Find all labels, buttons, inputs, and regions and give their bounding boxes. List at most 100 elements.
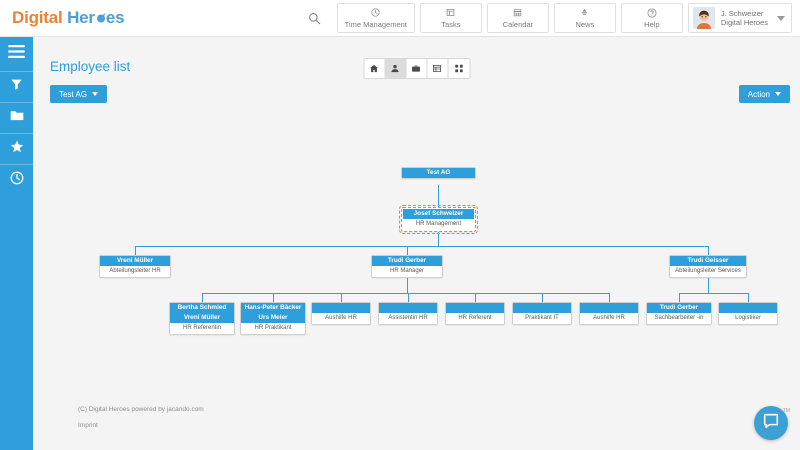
view-mode-orgchart[interactable]	[448, 59, 469, 78]
comet-icon	[94, 9, 107, 29]
org-node-title	[379, 303, 437, 313]
connector	[135, 246, 708, 247]
chevron-down-icon	[775, 92, 781, 96]
view-mode-home[interactable]	[364, 59, 385, 78]
org-node-title	[312, 303, 370, 313]
org-node-subtitle: Assistentin HR	[379, 313, 437, 324]
nav-button-help[interactable]: Help	[620, 3, 683, 33]
chat-trademark: TM	[782, 408, 790, 414]
org-node[interactable]: Logistiker	[718, 302, 778, 325]
chat-widget-button[interactable]	[754, 406, 788, 440]
star-icon	[10, 140, 24, 158]
brand-part-digital: Digital	[12, 7, 63, 27]
connector	[438, 230, 439, 246]
org-node[interactable]: Aushilfe HR	[311, 302, 371, 325]
sidebar-item-filter[interactable]	[0, 72, 33, 102]
org-node-subtitle: HR Manager	[372, 266, 442, 277]
table-icon	[433, 60, 442, 78]
divider	[0, 133, 33, 134]
calendar-icon	[513, 7, 522, 18]
org-chart-icon	[454, 60, 463, 78]
action-button[interactable]: Action	[738, 85, 790, 103]
org-node-title	[513, 303, 571, 313]
user-info: J. Schweizer Digital Heroes	[721, 9, 768, 28]
divider	[0, 164, 33, 165]
sidebar-item-folder[interactable]	[0, 103, 33, 133]
user-menu-button[interactable]: J. Schweizer Digital Heroes	[687, 3, 792, 33]
view-mode-positions[interactable]	[406, 59, 427, 78]
search-icon[interactable]	[304, 4, 326, 32]
connector	[542, 293, 543, 302]
sidebar-item-menu[interactable]	[0, 37, 33, 71]
clock-icon	[371, 7, 380, 18]
footer-copyright: (C) Digital Heroes powered by jacando.co…	[78, 406, 204, 413]
help-icon	[647, 7, 657, 18]
nav-label: Help	[644, 20, 660, 29]
sidebar-item-favorites[interactable]	[0, 134, 33, 164]
org-node[interactable]: Praktikant IT	[512, 302, 572, 325]
org-node-person: Urs Meier	[241, 313, 305, 323]
folder-icon	[10, 109, 24, 127]
org-node-subtitle: Aushilfe HR	[312, 313, 370, 324]
person-icon	[391, 60, 400, 78]
org-node-person: Vreni Müller	[170, 313, 234, 323]
connector	[408, 293, 409, 302]
org-node-title: Hans-Peter Bäcker	[241, 303, 305, 313]
nav-button-calendar[interactable]: Calendar	[486, 3, 549, 33]
connector	[135, 246, 136, 255]
org-node-title: Trudi Gerber	[647, 303, 711, 313]
org-node-title	[580, 303, 638, 313]
avatar	[692, 7, 715, 29]
tasks-icon	[446, 7, 455, 18]
org-node-subtitle: Sachbearbeiter -in	[647, 313, 711, 324]
company-filter-button[interactable]: Test AG	[50, 85, 108, 103]
brand-logo[interactable]: Digital Her es	[12, 7, 125, 29]
org-node[interactable]: Test AG	[401, 167, 476, 179]
view-mode-table[interactable]	[427, 59, 448, 78]
org-node[interactable]: HR Referent	[445, 302, 505, 325]
connector	[609, 293, 610, 302]
chevron-down-icon	[92, 92, 99, 96]
org-node[interactable]: Aushilfe HR	[579, 302, 639, 325]
user-org: Digital Heroes	[720, 18, 768, 27]
org-node-subtitle: HR Referent	[446, 313, 504, 324]
sidebar-item-history[interactable]	[0, 165, 33, 195]
clock-icon	[10, 171, 24, 190]
org-node-subtitle: HR Referentin	[170, 323, 234, 334]
nav-label: Tasks	[441, 20, 461, 29]
org-node-title: Vreni Müller	[100, 256, 170, 266]
connector	[748, 293, 749, 302]
view-mode-people[interactable]	[385, 59, 406, 78]
nav-button-tasks[interactable]: Tasks	[419, 3, 482, 33]
connector	[202, 293, 203, 302]
org-node-title: Bertha Schmied	[170, 303, 234, 313]
connector	[708, 278, 709, 293]
connector	[438, 185, 439, 207]
nav-button-news[interactable]: News	[553, 3, 616, 33]
connector	[202, 293, 609, 294]
org-node[interactable]: Assistentin HR	[378, 302, 438, 325]
briefcase-icon	[412, 60, 421, 78]
brand-part-her: Her	[67, 7, 95, 27]
hamburger-menu-icon	[8, 45, 25, 63]
org-node-subtitle: HR Management	[403, 219, 474, 230]
org-node-title: Test AG	[402, 168, 475, 178]
nav-label: Calendar	[502, 20, 534, 29]
brand-part-es: es	[105, 7, 125, 27]
org-node-subtitle: Abteilungsleiter Services	[670, 266, 746, 277]
news-icon	[580, 7, 589, 18]
connector	[679, 293, 748, 294]
top-bar: Digital Her es Time Management	[0, 0, 800, 37]
footer-imprint-link[interactable]: Imprint	[78, 422, 98, 429]
org-node-subtitle: Aushilfe HR	[580, 313, 638, 324]
nav-button-time-management[interactable]: Time Management	[336, 3, 415, 33]
user-name: J. Schweizer	[720, 8, 764, 18]
